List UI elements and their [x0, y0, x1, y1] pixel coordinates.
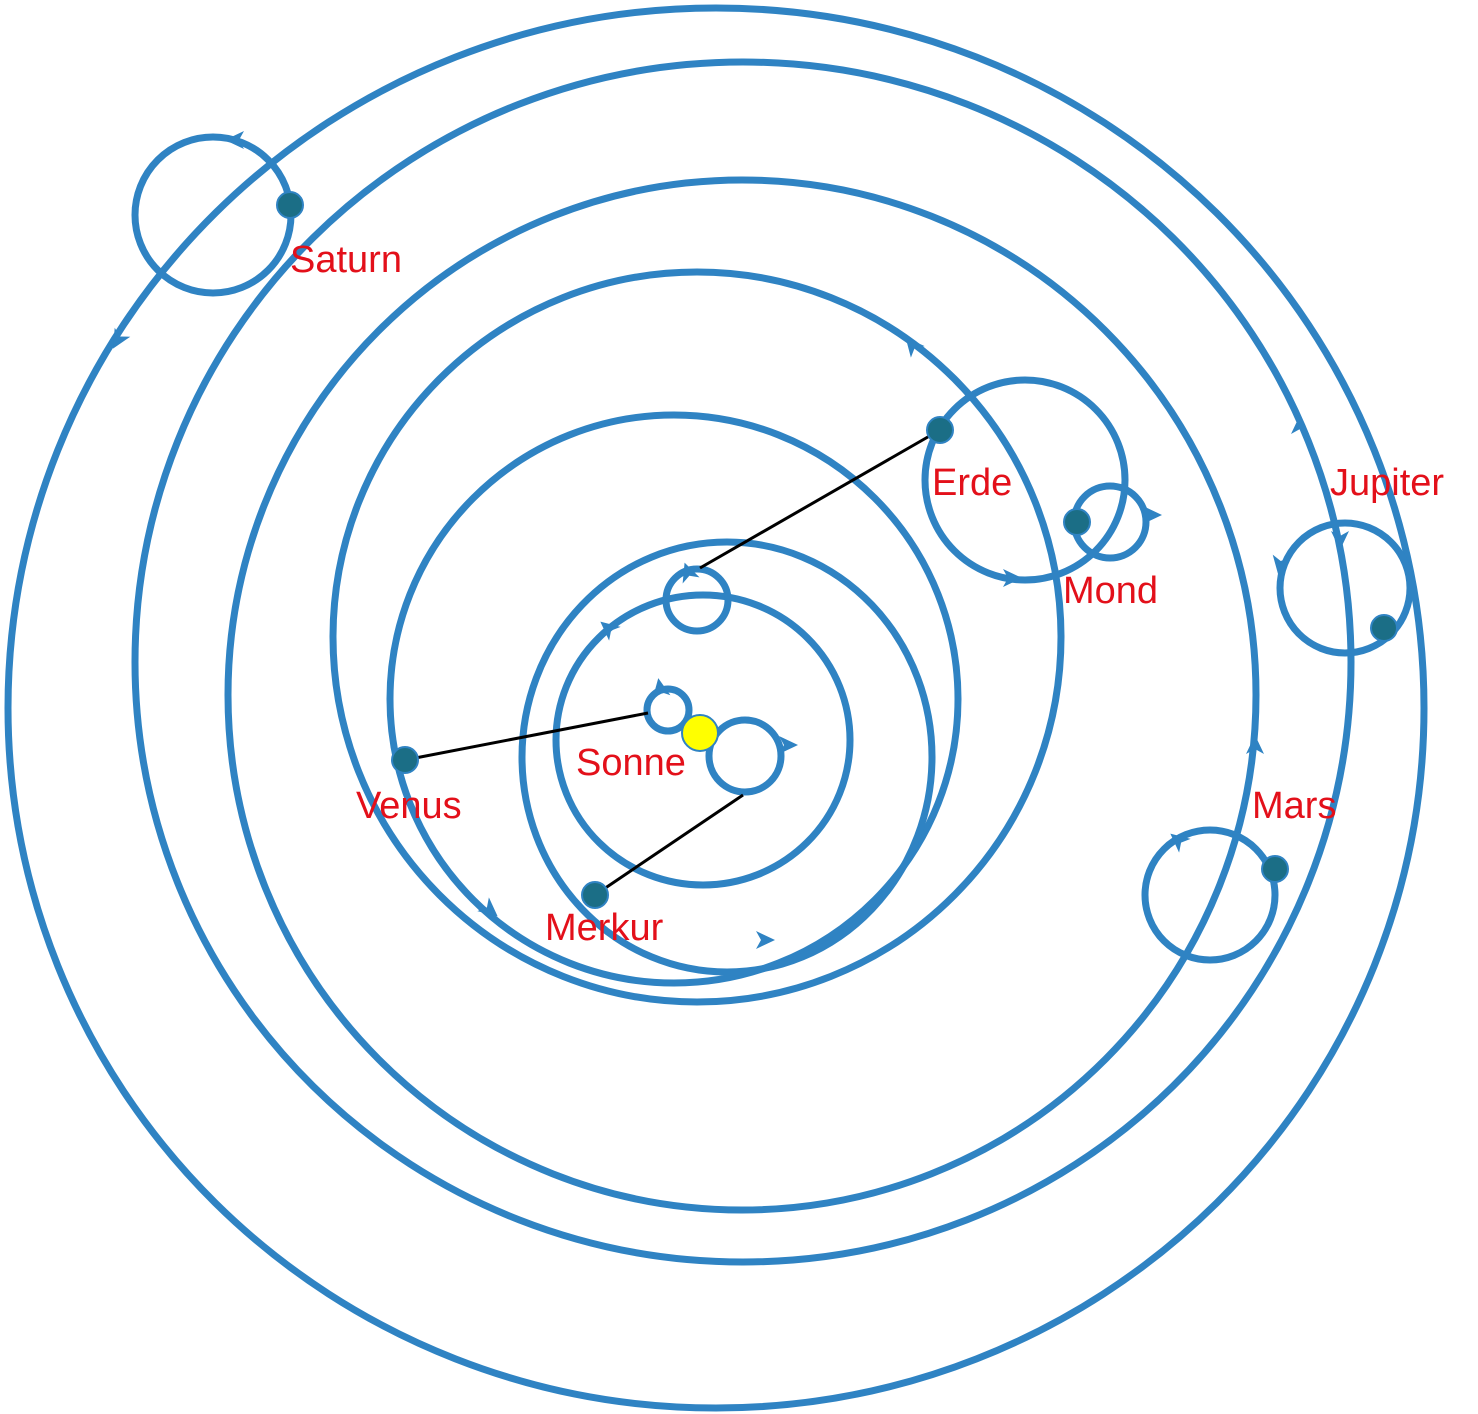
planet-erde: [926, 416, 954, 444]
direction-arrow-icon: [905, 337, 925, 358]
orbit-outer: [4, 4, 1428, 1412]
orbit-erde: [329, 268, 1065, 1006]
direction-arrow-icon: [779, 736, 798, 754]
planet-saturn: [276, 191, 304, 219]
direction-arrow-icon: [1003, 569, 1022, 587]
link-erde: [699, 428, 941, 570]
planet-mars: [1261, 855, 1289, 883]
planet-venus: [391, 746, 419, 774]
direction-arrow-icon: [1272, 554, 1291, 575]
label-mond: Mond: [1063, 570, 1158, 612]
orbit-merkur: [518, 538, 936, 976]
label-sonne: Sonne: [576, 742, 686, 784]
direction-arrow-icon: [1170, 833, 1191, 853]
epicycle-merkur-small: [705, 716, 785, 796]
label-erde: Erde: [932, 462, 1012, 504]
direction-arrow-icon: [1331, 531, 1349, 550]
direction-arrow-icon: [225, 131, 244, 149]
planet-merkur: [581, 881, 609, 909]
direction-arrow-icon: [1246, 735, 1264, 754]
orbit-mars: [224, 176, 1260, 1214]
direction-arrow-icon: [652, 678, 671, 699]
label-merkur: Merkur: [545, 907, 664, 949]
link-merkur: [594, 793, 744, 897]
direction-arrow-icon: [477, 897, 498, 917]
sun: [681, 714, 719, 752]
epicycle-jupiter: [1276, 519, 1414, 657]
planet-mond: [1063, 508, 1091, 536]
direction-arrow-icon: [1291, 415, 1309, 434]
orbit-venus: [386, 411, 962, 987]
direction-arrow-icon: [600, 621, 621, 641]
planet-jupiter: [1370, 614, 1398, 642]
direction-arrow-icon: [682, 562, 700, 584]
orbit-jupiter: [131, 58, 1355, 1266]
epicycle-mars: [1141, 826, 1279, 964]
direction-arrow-icon: [756, 931, 775, 949]
label-saturn: Saturn: [290, 239, 402, 281]
label-venus: Venus: [356, 785, 462, 827]
orbit-sonne: [552, 591, 854, 889]
label-jupiter: Jupiter: [1330, 462, 1444, 504]
direction-arrow-icon: [113, 327, 131, 349]
epicycle-erde: [921, 376, 1129, 584]
label-mars: Mars: [1252, 785, 1336, 827]
epicycle-center-top: [662, 565, 732, 635]
epicycle-venus-small: [643, 685, 693, 735]
direction-arrow-icon: [1143, 506, 1162, 524]
link-venus: [404, 711, 649, 762]
